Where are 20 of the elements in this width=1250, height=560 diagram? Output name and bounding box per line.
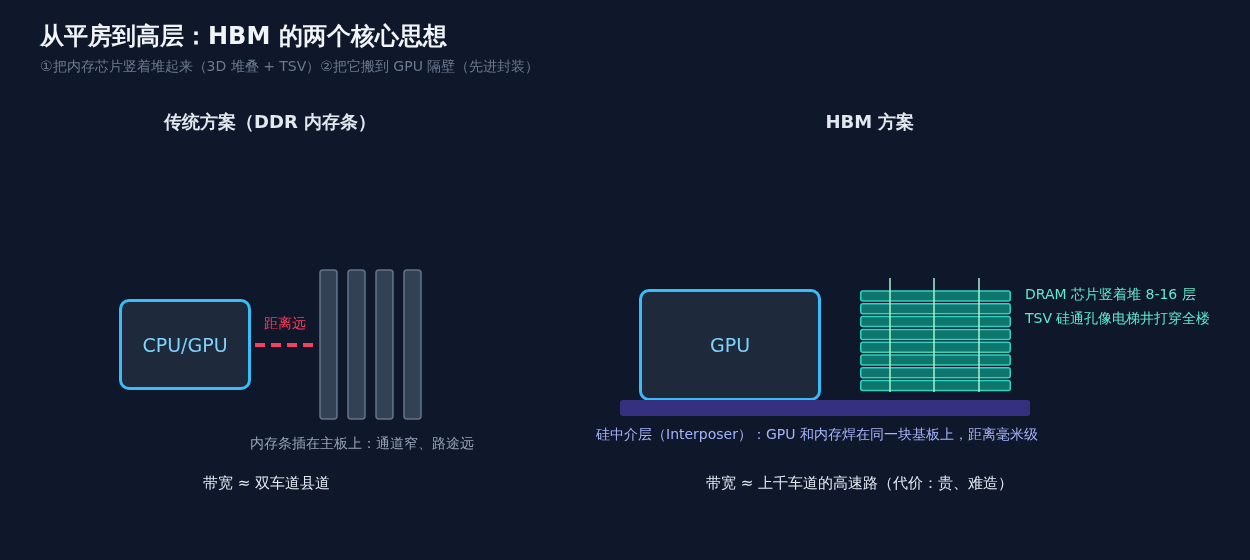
gpu-box: GPU (639, 289, 821, 401)
memory-stick (347, 269, 366, 420)
bandwidth-text: 带宽 ≈ 双车道县道 (203, 474, 331, 493)
bandwidth-text: 带宽 ≈ 上千车道的高速路（代价：贵、难造） (706, 474, 1014, 493)
stack-caption: TSV 硅通孔像电梯井打穿全楼 (1025, 310, 1211, 328)
memory-stick (375, 269, 394, 420)
stack-caption: DRAM 芯片竖着堆 8-16 层 (1025, 286, 1196, 304)
edge-label: 距离远 (262, 315, 308, 333)
dram-stack-drawing (860, 278, 1011, 392)
memory-stick (319, 269, 338, 420)
title: 从平房到高层：HBM 的两个核心思想 (40, 21, 447, 52)
dashed-connector (255, 343, 315, 347)
section-heading: HBM 方案 (825, 110, 915, 134)
memory-stick (403, 269, 422, 420)
note-text: 内存条插在主板上：通道窄、路途远 (250, 435, 474, 453)
cpu-gpu-box: CPU/GPU (119, 299, 251, 390)
section-heading: 传统方案（DDR 内存条） (164, 110, 376, 134)
interposer-bar (620, 400, 1030, 416)
interposer-caption: 硅中介层（Interposer）：GPU 和内存焊在同一块基板上，距离毫米级 (596, 426, 1038, 444)
subtitle: ①把内存芯片竖着堆起来（3D 堆叠 + TSV）②把它搬到 GPU 隔壁（先进封装） (40, 58, 540, 76)
